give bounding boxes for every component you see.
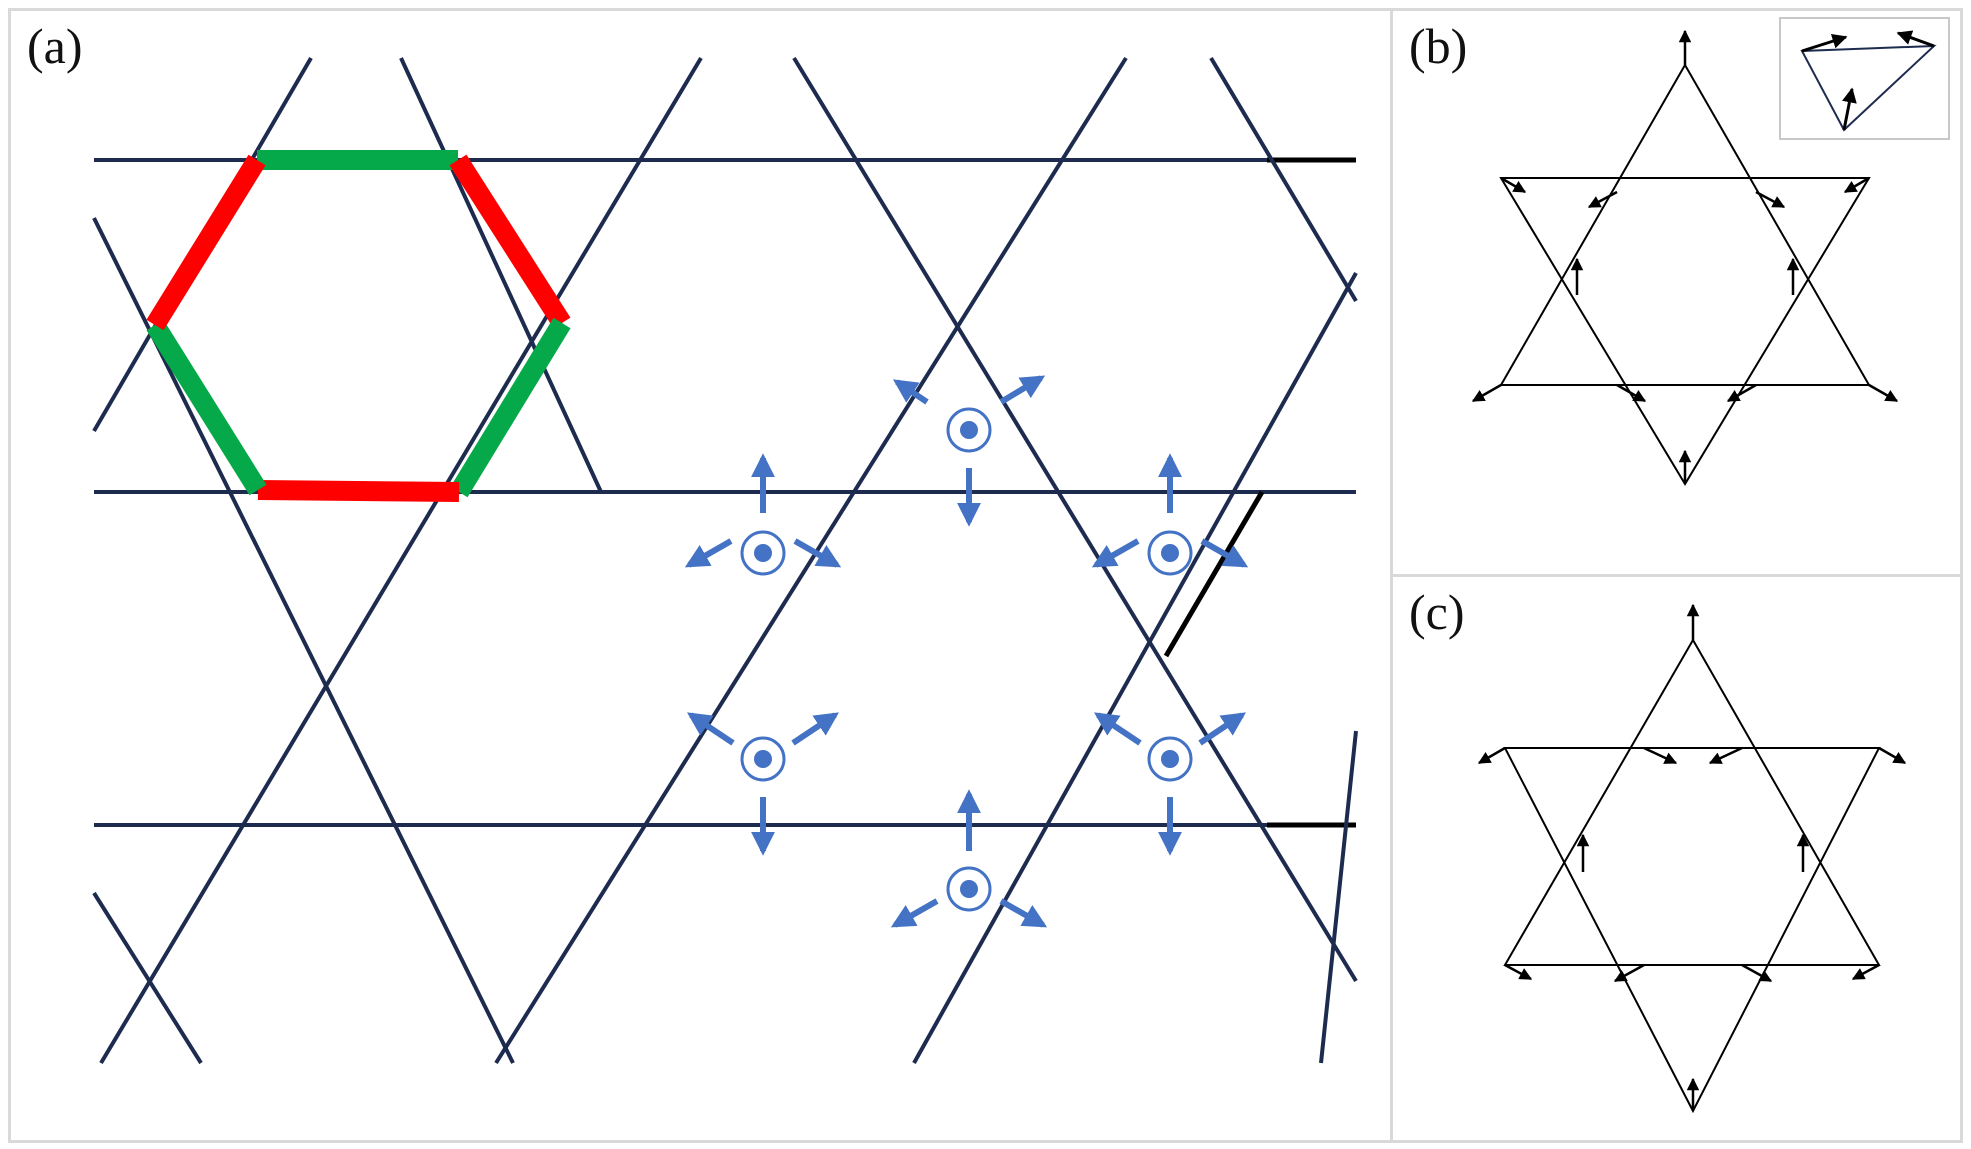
panel-c-label: (c) xyxy=(1409,584,1465,640)
spin-out-of-plane-dot xyxy=(960,880,978,898)
spin-arrow xyxy=(684,538,733,568)
panel-c: (c) xyxy=(1390,574,1963,1143)
spin-site xyxy=(687,712,839,856)
lattice-lines xyxy=(92,56,1358,1065)
inset-box xyxy=(1779,17,1950,140)
spin-site xyxy=(890,789,1048,928)
spin-arrow xyxy=(1091,538,1140,568)
spin-arrow xyxy=(1708,746,1743,765)
spin-arrow xyxy=(890,898,939,928)
panel-a: (a) xyxy=(8,8,1394,1143)
star-spin-diagram-c xyxy=(1477,603,1907,1114)
spin-out-of-plane-dot xyxy=(960,421,978,439)
spin-arrow xyxy=(1643,746,1678,765)
spin-arrow xyxy=(999,375,1046,405)
spin-arrow xyxy=(1500,176,1527,194)
spin-arrow xyxy=(791,712,839,746)
spin-arrow xyxy=(893,379,929,405)
spin-out-of-plane-ring xyxy=(946,407,992,453)
panel-b-label: (b) xyxy=(1409,18,1468,74)
spin-out-of-plane-ring xyxy=(740,530,786,576)
spin-out-of-plane-ring xyxy=(740,736,786,782)
spin-arrows-c xyxy=(1477,603,1907,1111)
spin-arrow xyxy=(1843,176,1870,194)
spin-site xyxy=(1094,712,1246,856)
spin-arrow xyxy=(1471,383,1502,403)
spin-out-of-plane-dot xyxy=(1161,750,1179,768)
star-lines-c xyxy=(1503,637,1881,1114)
spin-site xyxy=(893,375,1046,527)
spin-arrow xyxy=(687,712,735,746)
spin-arrow xyxy=(1200,538,1249,568)
spin-arrow xyxy=(1613,963,1645,983)
panel-a-label: (a) xyxy=(27,18,83,74)
spin-out-of-plane-dot xyxy=(754,544,772,562)
spin-arrow xyxy=(1755,190,1786,209)
spin-arrow xyxy=(1726,383,1757,403)
spin-arrow xyxy=(1477,746,1506,765)
spin-arrow xyxy=(999,898,1048,928)
spin-out-of-plane-dot xyxy=(754,750,772,768)
spin-out-of-plane-dot xyxy=(1161,544,1179,562)
spin-arrow xyxy=(1094,712,1142,746)
panel-b: (b) xyxy=(1390,8,1963,578)
spin-arrow xyxy=(1587,190,1618,209)
spin-out-of-plane-ring xyxy=(1147,530,1193,576)
spin-arrow xyxy=(1504,963,1533,981)
spin-arrows-b xyxy=(1471,29,1899,484)
hexagon-bonds xyxy=(146,150,571,502)
spin-arrow xyxy=(1868,383,1899,403)
spin-arrow xyxy=(793,538,842,568)
spin-arrow xyxy=(1198,712,1246,746)
spin-site xyxy=(1091,453,1249,576)
spin-arrow xyxy=(1851,963,1880,981)
spin-out-of-plane-ring xyxy=(1147,736,1193,782)
spin-configuration xyxy=(684,375,1249,928)
spin-arrow xyxy=(1616,383,1647,403)
spin-arrow xyxy=(1741,963,1773,983)
star-lines-b xyxy=(1499,62,1871,486)
spin-out-of-plane-ring xyxy=(946,866,992,912)
spin-arrow xyxy=(1878,746,1907,765)
star-spin-diagram-b xyxy=(1471,17,1950,486)
kagome-lattice-diagram xyxy=(92,56,1358,1065)
spin-site xyxy=(684,453,842,576)
